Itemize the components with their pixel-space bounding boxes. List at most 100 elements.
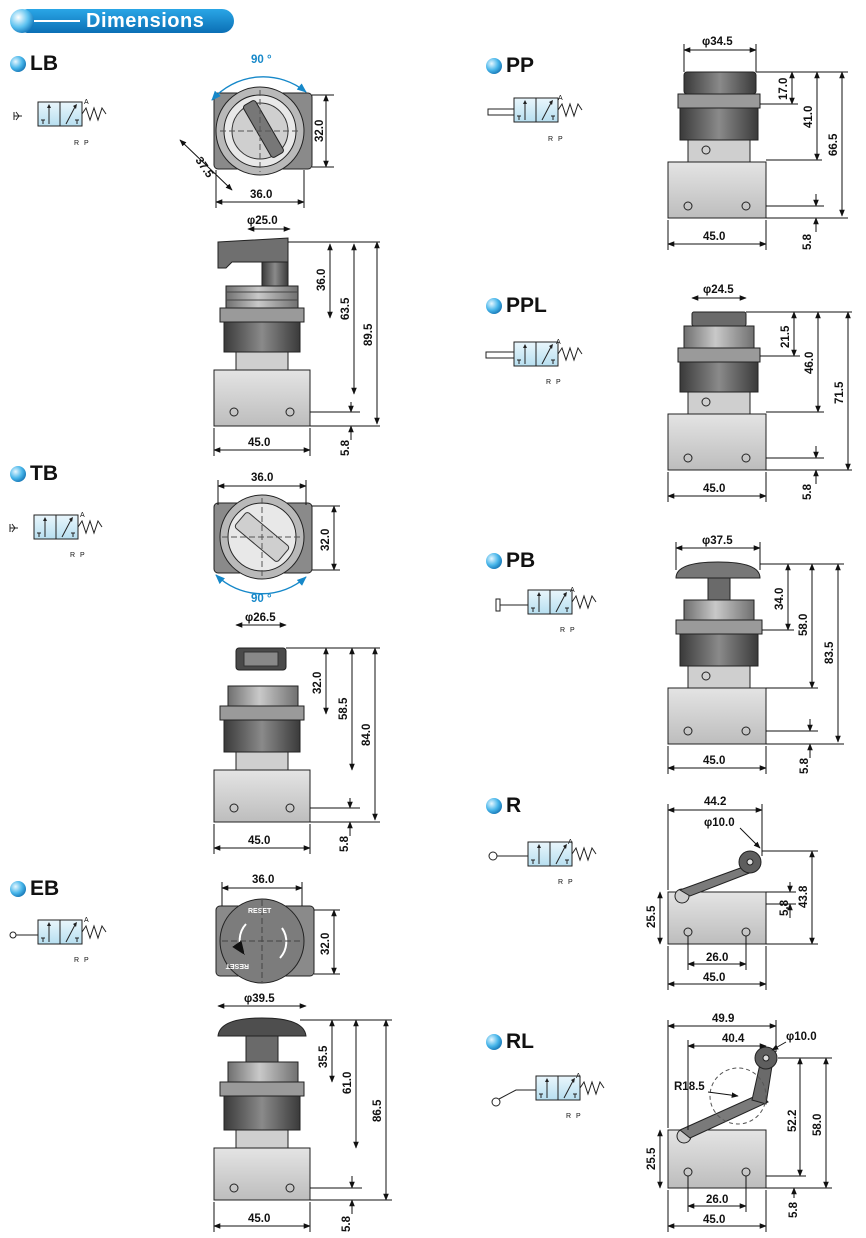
- svg-text:25.5: 25.5: [646, 905, 658, 928]
- svg-text:5.8: 5.8: [340, 439, 352, 456]
- svg-text:R: R: [74, 957, 79, 964]
- model-label-r: R: [486, 794, 521, 818]
- lb-top-view: 90 ° 37.5 32.0 36.0: [179, 54, 334, 208]
- svg-text:5.8: 5.8: [339, 835, 351, 852]
- svg-text:45.0: 45.0: [248, 437, 270, 449]
- svg-text:5.8: 5.8: [802, 483, 814, 500]
- svg-text:45.0: 45.0: [248, 1213, 270, 1225]
- eb-side-view: φ39.5 35.5 61.0 86.5 5.8 45.0: [213, 993, 392, 1232]
- svg-text:36.0: 36.0: [250, 189, 272, 201]
- svg-text:φ10.0: φ10.0: [786, 1031, 817, 1043]
- svg-text:44.2: 44.2: [704, 796, 726, 808]
- svg-text:61.0: 61.0: [342, 1072, 354, 1094]
- svg-text:37.5: 37.5: [193, 155, 216, 181]
- svg-text:5.8: 5.8: [341, 1215, 353, 1232]
- svg-text:5.8: 5.8: [802, 233, 814, 250]
- svg-text:17.0: 17.0: [778, 78, 790, 100]
- pb-side-view: φ37.5 34.0 58.0 83.5 5.8 45.0: [667, 535, 844, 774]
- svg-text:58.0: 58.0: [798, 614, 810, 636]
- bullet-icon: [486, 1034, 502, 1050]
- svg-text:R: R: [70, 552, 75, 559]
- eb-top-view: RESET RESET 36.0 32.0: [215, 874, 340, 984]
- svg-text:71.5: 71.5: [834, 381, 846, 404]
- svg-text:49.9: 49.9: [712, 1013, 734, 1025]
- svg-text:P: P: [576, 1113, 581, 1120]
- rl-side-view: 49.9 40.4 φ10.0 R18.5 25.5 52.2 58.0 5.8…: [646, 1013, 832, 1232]
- tb-side-view: φ26.5 32.0 58.5 84.0 5.8 45.0: [213, 612, 380, 854]
- svg-text:26.0: 26.0: [706, 1194, 728, 1206]
- svg-text:45.0: 45.0: [703, 755, 725, 767]
- svg-text:36.0: 36.0: [252, 874, 274, 886]
- svg-text:86.5: 86.5: [372, 1099, 384, 1122]
- valve-symbol-r: A R P: [488, 839, 597, 886]
- page-title: Dimensions: [86, 10, 205, 32]
- svg-text:35.5: 35.5: [318, 1045, 330, 1068]
- svg-text:φ39.5: φ39.5: [244, 993, 275, 1005]
- svg-text:A: A: [568, 839, 573, 846]
- svg-text:32.0: 32.0: [312, 672, 324, 694]
- svg-text:32.0: 32.0: [320, 933, 332, 955]
- svg-text:45.0: 45.0: [703, 972, 725, 984]
- svg-text:36.0: 36.0: [251, 472, 273, 484]
- svg-text:90 °: 90 °: [251, 593, 272, 605]
- valve-symbol-pp: A R P: [487, 95, 583, 143]
- bullet-icon: [10, 56, 26, 72]
- svg-text:40.4: 40.4: [722, 1033, 745, 1045]
- svg-text:5.8: 5.8: [779, 899, 791, 916]
- svg-text:P: P: [570, 627, 575, 634]
- svg-text:83.5: 83.5: [824, 641, 836, 664]
- svg-text:R: R: [74, 140, 79, 147]
- svg-text:26.0: 26.0: [706, 952, 728, 964]
- valve-symbol-ppl: A R P: [485, 339, 583, 386]
- svg-text:90 °: 90 °: [251, 54, 272, 66]
- svg-text:P: P: [84, 957, 89, 964]
- svg-text:P: P: [80, 552, 85, 559]
- header-line: [34, 20, 80, 22]
- svg-text:58.5: 58.5: [338, 697, 350, 720]
- svg-text:R18.5: R18.5: [674, 1081, 705, 1093]
- svg-text:63.5: 63.5: [340, 297, 352, 320]
- svg-text:41.0: 41.0: [803, 106, 815, 128]
- svg-text:46.0: 46.0: [804, 352, 816, 374]
- valve-symbol-tb: A R P: [9, 512, 103, 559]
- model-label-eb: EB: [10, 877, 59, 901]
- svg-text:45.0: 45.0: [703, 231, 725, 243]
- svg-text:R: R: [558, 879, 563, 886]
- svg-text:32.0: 32.0: [320, 529, 332, 551]
- svg-text:89.5: 89.5: [363, 323, 375, 346]
- svg-text:R: R: [548, 136, 553, 143]
- svg-text:34.0: 34.0: [774, 588, 786, 610]
- svg-text:φ26.5: φ26.5: [245, 612, 276, 624]
- svg-text:φ10.0: φ10.0: [704, 817, 735, 829]
- svg-text:A: A: [570, 587, 575, 594]
- svg-text:R: R: [560, 627, 565, 634]
- svg-text:21.5: 21.5: [780, 325, 792, 348]
- svg-text:φ34.5: φ34.5: [702, 36, 733, 48]
- header-bullet-icon: [10, 9, 34, 33]
- svg-text:φ25.0: φ25.0: [247, 215, 278, 227]
- svg-text:A: A: [80, 512, 85, 519]
- tb-top-view: 36.0 32.0 90 °: [213, 472, 340, 605]
- svg-text:84.0: 84.0: [361, 724, 373, 746]
- svg-text:58.0: 58.0: [812, 1114, 824, 1136]
- bullet-icon: [10, 881, 26, 897]
- svg-text:5.8: 5.8: [799, 757, 811, 774]
- section-header: Dimensions: [8, 6, 234, 36]
- svg-text:φ37.5: φ37.5: [702, 535, 733, 547]
- svg-text:P: P: [84, 140, 89, 147]
- lb-side-view: φ25.0 36.0 63.5 89.5 5.8 45.0: [213, 215, 380, 456]
- valve-symbol-pb: A R P: [495, 587, 597, 634]
- svg-text:A: A: [84, 99, 89, 106]
- model-label-lb: LB: [10, 52, 58, 76]
- r-side-view: 44.2 φ10.0 25.5 5.8 43.8 26.0 45.0: [646, 796, 818, 990]
- svg-text:36.0: 36.0: [316, 269, 328, 291]
- svg-text:A: A: [556, 339, 561, 346]
- svg-text:R: R: [546, 379, 551, 386]
- svg-text:66.5: 66.5: [828, 133, 840, 156]
- model-label-rl: RL: [486, 1030, 534, 1054]
- bullet-icon: [486, 298, 502, 314]
- svg-text:RESET: RESET: [248, 908, 272, 915]
- valve-symbol-lb: A R P: [13, 99, 107, 147]
- model-label-ppl: PPL: [486, 294, 547, 318]
- svg-text:32.0: 32.0: [314, 120, 326, 142]
